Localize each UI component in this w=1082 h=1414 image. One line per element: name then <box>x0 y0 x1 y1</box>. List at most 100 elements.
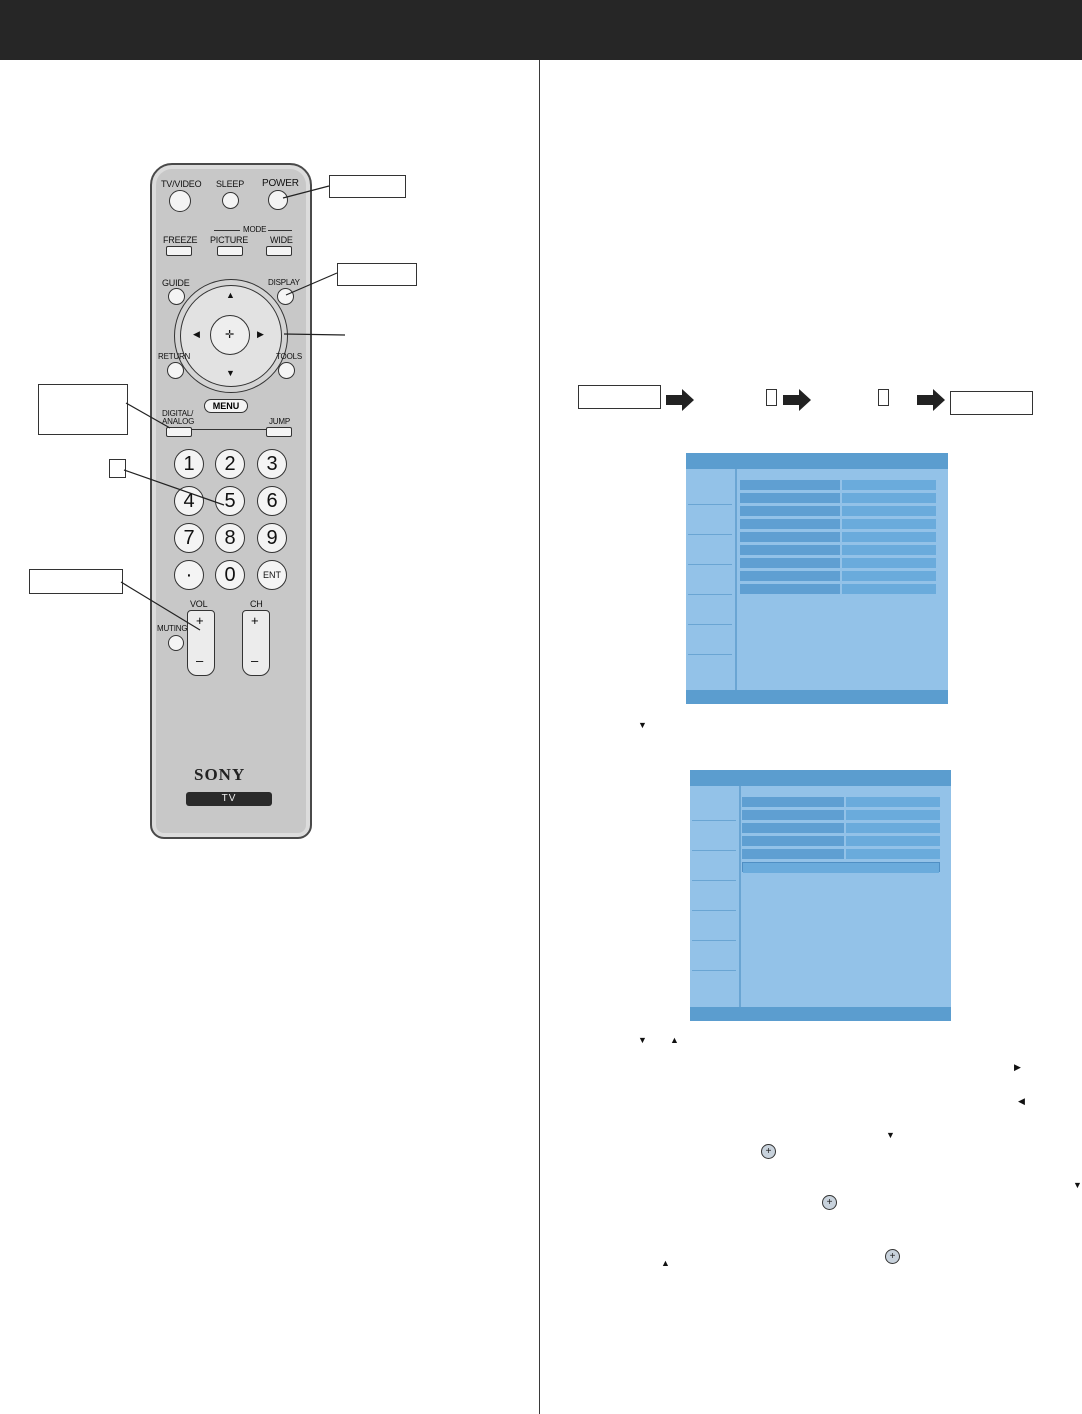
flow-end-box <box>950 391 1033 415</box>
flow-start-box <box>578 385 661 409</box>
column-divider <box>539 60 540 1414</box>
volume-callout-box <box>29 569 123 594</box>
screen2-footer-bar <box>690 1007 951 1021</box>
jump-button[interactable] <box>266 427 292 437</box>
down-arrow-icon: ▼ <box>1073 1180 1082 1190</box>
vol-plus: + <box>196 613 204 628</box>
sidebar-separator <box>692 850 736 851</box>
mode-line-left <box>214 230 240 231</box>
vol-minus: – <box>196 653 204 668</box>
display-callout-box <box>337 263 417 286</box>
enter-button-icon: + <box>885 1249 900 1264</box>
sidebar-separator <box>692 880 736 881</box>
mode-label: MODE <box>243 225 267 234</box>
guide-button[interactable] <box>168 288 185 305</box>
menu-screen-2 <box>690 770 951 1021</box>
num-6-button[interactable]: 6 <box>257 486 287 516</box>
display-button[interactable] <box>277 288 294 305</box>
sidebar-separator <box>688 564 732 565</box>
sidebar-separator <box>692 910 736 911</box>
return-label: RETURN <box>158 352 191 361</box>
flow-step-rect-2 <box>878 389 889 406</box>
enter-button-icon: + <box>761 1144 776 1159</box>
digital-jump-line <box>192 429 268 430</box>
wide-button[interactable] <box>266 246 292 256</box>
num-3-button[interactable]: 3 <box>257 449 287 479</box>
volume-rocker[interactable]: + – <box>187 610 215 676</box>
menu-button[interactable]: MENU <box>204 399 248 413</box>
mode-line-right <box>268 230 292 231</box>
tv-video-label: TV/VIDEO <box>161 179 202 189</box>
tv-video-button[interactable] <box>169 190 191 212</box>
sidebar-separator <box>688 624 732 625</box>
return-button[interactable] <box>167 362 184 379</box>
power-label: POWER <box>262 178 299 189</box>
picture-label: PICTURE <box>210 235 249 245</box>
down-arrow-icon: ▼ <box>886 1130 895 1140</box>
tools-label: TOOLS <box>276 352 302 361</box>
num-4-button[interactable]: 4 <box>174 486 204 516</box>
screen2-sidebar <box>690 786 741 1007</box>
remote-control: TV/VIDEO SLEEP POWER MODE FREEZE PICTURE… <box>150 163 312 839</box>
right-arrow-icon[interactable]: ▶ <box>257 329 264 339</box>
left-arrow-icon[interactable]: ◀ <box>193 329 200 339</box>
num-8-button[interactable]: 8 <box>215 523 245 553</box>
muting-button[interactable] <box>168 635 184 651</box>
picture-button[interactable] <box>217 246 243 256</box>
muting-label: MUTING <box>157 624 188 633</box>
down-arrow-icon: ▼ <box>638 1035 647 1045</box>
num-9-button[interactable]: 9 <box>257 523 287 553</box>
screen1-title-bar <box>686 453 948 469</box>
sidebar-separator <box>688 534 732 535</box>
sidebar-separator <box>688 504 732 505</box>
ch-plus: + <box>251 613 259 628</box>
freeze-label: FREEZE <box>163 235 198 245</box>
screen2-title-bar <box>690 770 951 786</box>
sidebar-separator <box>692 820 736 821</box>
up-arrow-icon: ▲ <box>670 1035 679 1045</box>
jump-label: JUMP <box>269 417 290 426</box>
sidebar-separator <box>688 594 732 595</box>
num-5-button[interactable]: 5 <box>215 486 245 516</box>
sony-logo: SONY <box>194 765 246 784</box>
wide-label: WIDE <box>270 235 293 245</box>
header-bar <box>0 0 1082 60</box>
num-1-button[interactable]: 1 <box>174 449 204 479</box>
num-0-button[interactable]: 0 <box>215 560 245 590</box>
sidebar-separator <box>692 940 736 941</box>
ent-button[interactable]: ENT <box>257 560 287 590</box>
down-arrow-icon: ▼ <box>638 720 647 730</box>
num-2-button[interactable]: 2 <box>215 449 245 479</box>
dpad-center-button[interactable] <box>210 315 250 355</box>
digital-analog-button[interactable] <box>166 427 192 437</box>
down-arrow-icon[interactable]: ▼ <box>226 368 235 378</box>
sleep-button[interactable] <box>222 192 239 209</box>
sleep-label: SLEEP <box>216 179 245 189</box>
center-plus-icon: ✛ <box>225 329 235 341</box>
num-7-button[interactable]: 7 <box>174 523 204 553</box>
ch-minus: – <box>251 653 259 668</box>
flow-arrow-icon-1 <box>666 389 694 411</box>
left-arrow-icon: ◀ <box>1018 1096 1025 1106</box>
guide-label: GUIDE <box>162 278 190 288</box>
menu-row-selected[interactable] <box>742 862 940 873</box>
digital-callout-box <box>38 384 128 435</box>
menu-screen-1 <box>686 453 948 704</box>
power-button[interactable] <box>268 190 288 210</box>
tv-badge: TV <box>186 792 272 806</box>
sidebar-separator <box>692 970 736 971</box>
up-arrow-icon[interactable]: ▲ <box>226 290 235 300</box>
right-arrow-icon: ▶ <box>1014 1062 1021 1072</box>
vol-label: VOL <box>190 599 208 609</box>
tools-button[interactable] <box>278 362 295 379</box>
power-callout-box <box>329 175 406 198</box>
display-label: DISPLAY <box>268 278 300 287</box>
dot-button[interactable]: · <box>174 560 204 590</box>
enter-button-icon: + <box>822 1195 837 1210</box>
channel-rocker[interactable]: + – <box>242 610 270 676</box>
screen1-footer-bar <box>686 690 948 704</box>
freeze-button[interactable] <box>166 246 192 256</box>
number-callout-box <box>109 459 126 478</box>
flow-step-rect-1 <box>766 389 777 406</box>
flow-arrow-icon-2 <box>783 389 811 411</box>
